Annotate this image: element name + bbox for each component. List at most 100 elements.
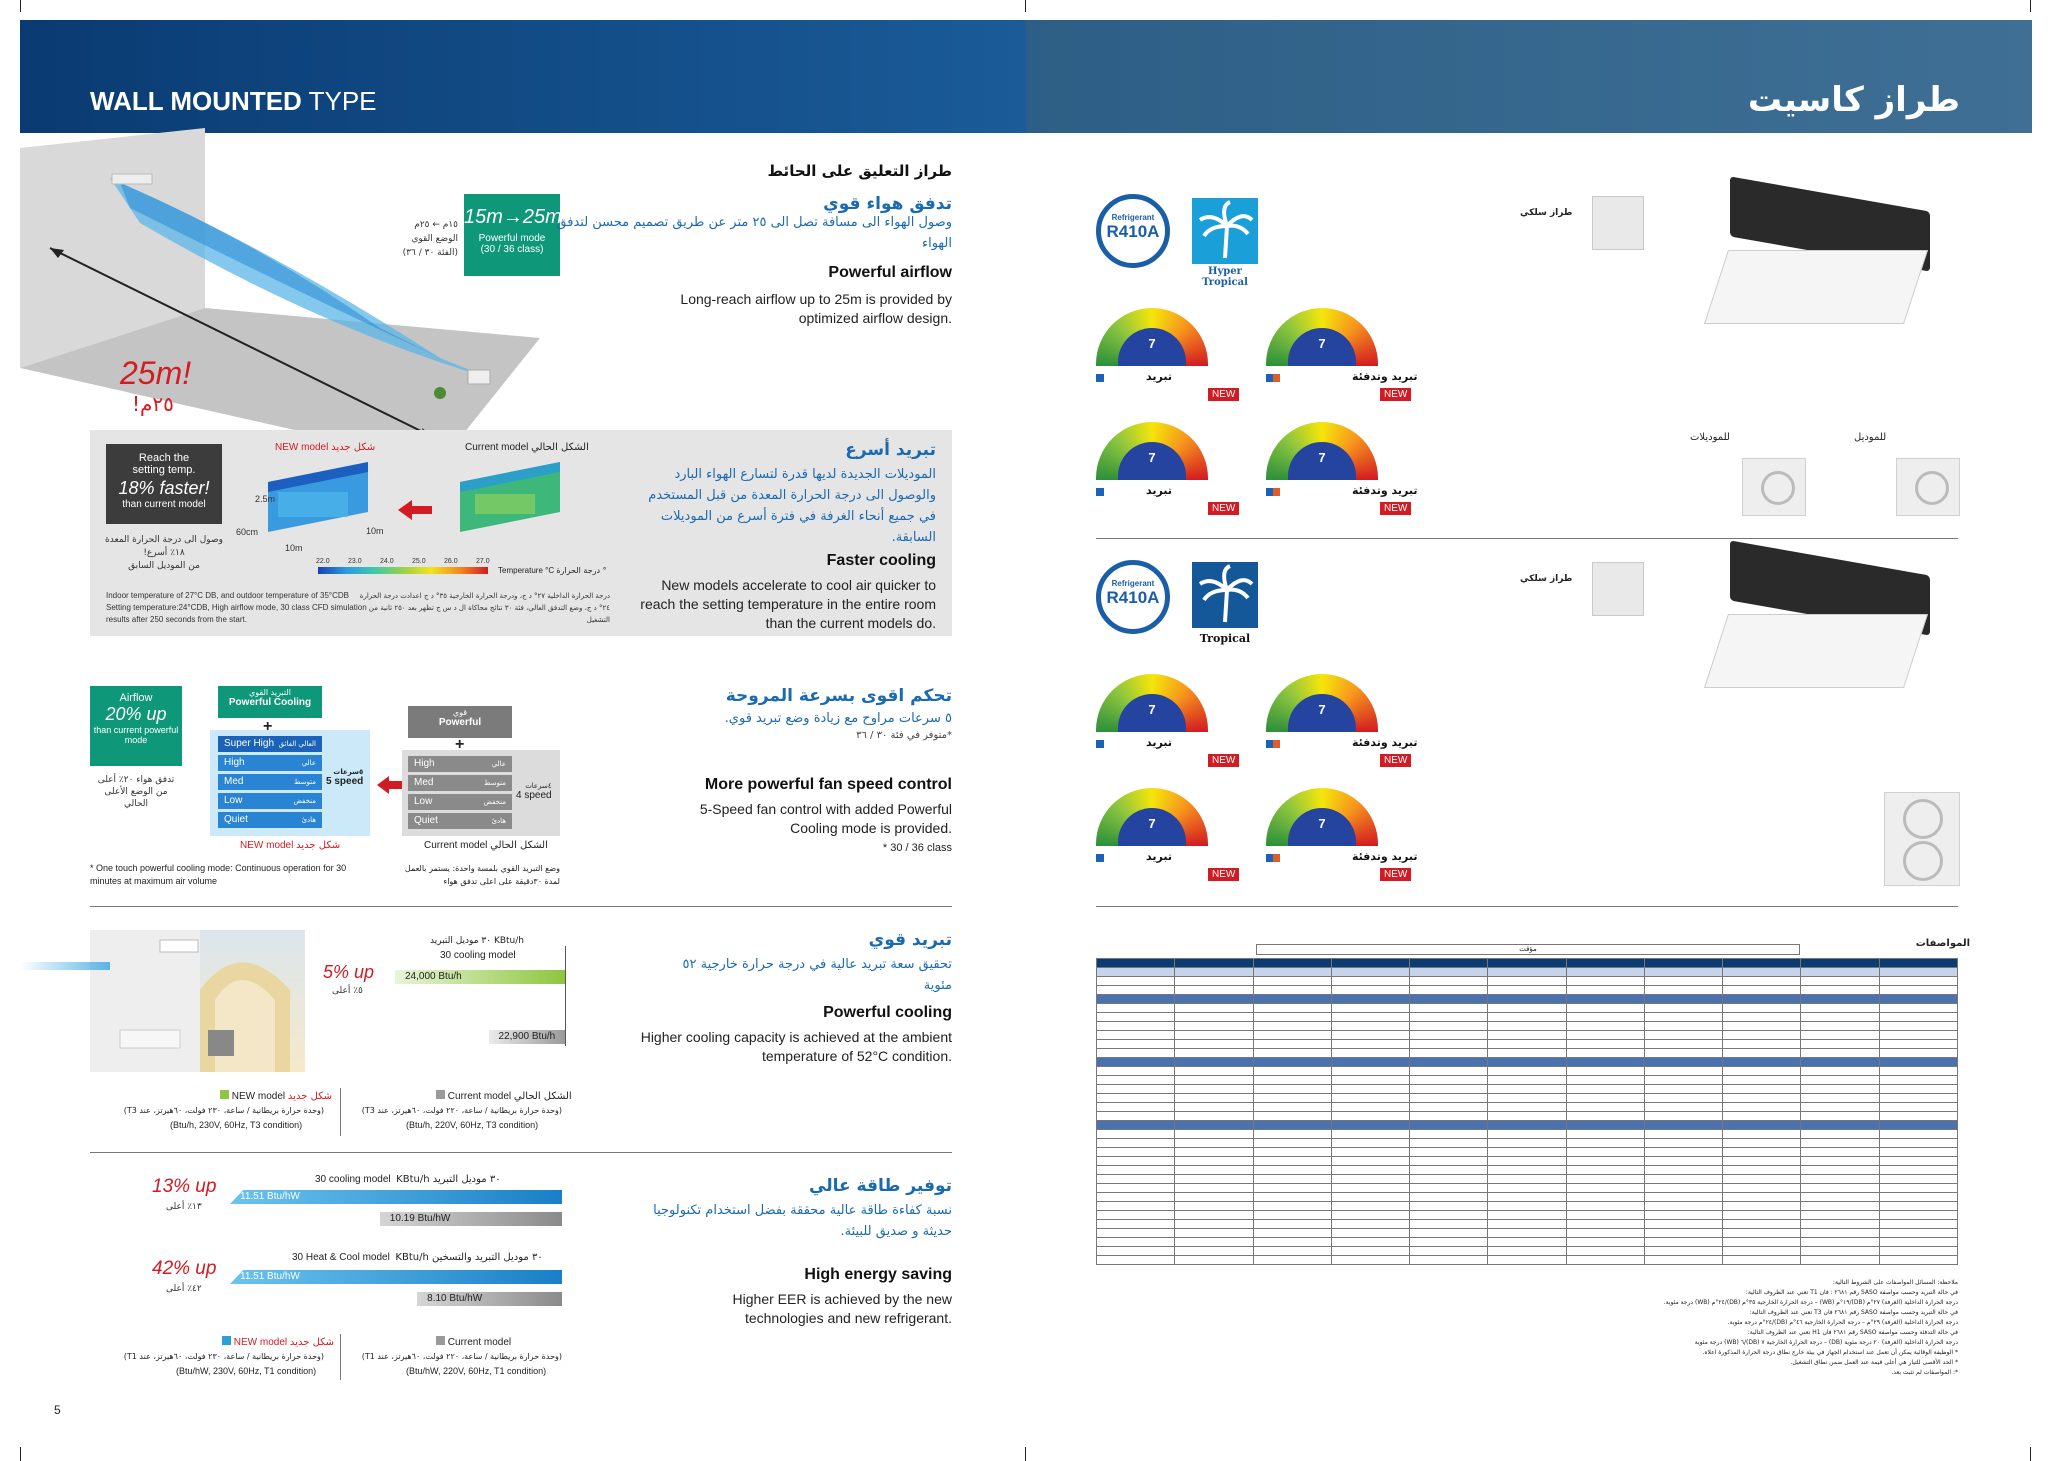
spec-cell — [1330, 967, 1411, 977]
class-ar: (الفئة ٣٠ / ٣٦) — [402, 248, 458, 258]
spec-row — [1095, 1201, 1959, 1211]
speed-label-ar: عالي — [491, 760, 506, 768]
spec-cell — [1722, 1219, 1802, 1229]
spec-cell — [1330, 1129, 1411, 1139]
spec-cell — [1878, 1192, 1959, 1202]
speed5-ar: ٥سرعات — [333, 768, 364, 776]
pc-cur-bar: 22,900 Btu/h — [488, 1030, 565, 1044]
spec-cell — [1095, 985, 1176, 995]
spec-cell — [1643, 1219, 1724, 1229]
spec-cell — [1409, 1237, 1489, 1247]
spec-cell — [1565, 1246, 1645, 1256]
divider — [1096, 538, 1958, 539]
energy-m1-pct-ar: ١٣٪ أعلى — [166, 1202, 202, 1212]
spec-cell — [1409, 1003, 1489, 1013]
spec-cell — [1174, 1147, 1254, 1157]
spec-row — [1095, 1093, 1959, 1103]
current-model-en: Current model — [465, 442, 529, 453]
spec-cell — [1800, 1084, 1880, 1094]
refrigerant-label: Refrigerant — [1111, 213, 1155, 222]
spec-cell — [1330, 1219, 1411, 1229]
scale-label-ar: درجة الحرارة ° — [556, 566, 607, 575]
spec-cell — [1878, 1120, 1959, 1130]
spec-row — [1095, 1210, 1959, 1220]
current-model-label: Current model الشكل الحالي — [424, 840, 548, 851]
spec-cell — [1252, 1039, 1332, 1049]
spec-cell — [1095, 1021, 1176, 1031]
mode-ar: الوضع القوي — [411, 234, 458, 244]
spec-cell — [1487, 1156, 1567, 1166]
spec-note: ملاحظة: المسائل المواصفات على الشروط الت… — [1832, 1279, 1958, 1286]
spec-cell — [1565, 1120, 1645, 1130]
spec-cell — [1174, 1255, 1254, 1265]
current-model-ar: الشكل الحالي — [531, 442, 589, 453]
spec-note: في حالة التدفئة وحسب مواصفة SASO رقم ٢٦٨… — [1747, 1329, 1958, 1336]
spec-cell — [1878, 1147, 1959, 1157]
spec-cell — [1800, 1093, 1880, 1103]
spec-cell — [1174, 1210, 1254, 1220]
spec-cell — [1252, 1075, 1332, 1085]
spec-cell — [1174, 1219, 1254, 1229]
spec-cell — [1722, 1237, 1802, 1247]
spec-cell — [1409, 1174, 1489, 1184]
gauge-value: 7 — [1118, 808, 1186, 846]
ar-note1: وصول الى درجة الحرارة المعدة — [105, 535, 223, 545]
spec-cell — [1487, 1192, 1567, 1202]
energy-new-legend: NEW model شكل جديد — [222, 1336, 334, 1348]
new-tag: NEW — [1208, 868, 1240, 881]
spec-cell — [1800, 985, 1880, 995]
spec-cell — [1800, 1255, 1880, 1265]
spec-cell — [1643, 1255, 1724, 1265]
spec-cell — [1409, 967, 1489, 977]
spec-cell — [1878, 1255, 1959, 1265]
spec-cell — [1722, 1183, 1802, 1193]
spec-cell — [1487, 1147, 1567, 1157]
pc-en: Powerful Cooling — [228, 697, 312, 708]
remote-controller — [1592, 196, 1644, 250]
tropical-label: Tropical — [1199, 632, 1251, 645]
spec-cell — [1409, 1192, 1489, 1202]
spec-cell — [1330, 1057, 1411, 1067]
gauge-mode-label: تبريد — [1146, 370, 1172, 383]
spec-cell — [1330, 1183, 1411, 1193]
spec-cell — [1252, 1066, 1332, 1076]
spec-row — [1095, 985, 1959, 995]
airflow-room-image — [20, 128, 540, 463]
color-square — [1096, 740, 1104, 748]
pc-unit-ar: (وحدة حرارة بريطانية / ساعة، ٢٣٠ فولت، ٦… — [123, 1106, 324, 1115]
scale-label-en: Temperature °C — [498, 566, 555, 575]
spec-cell — [1095, 1237, 1176, 1247]
spec-cell — [1722, 1048, 1802, 1058]
spec-row — [1095, 1156, 1959, 1166]
color-square — [1096, 488, 1104, 496]
remote-label: طراز سلكي — [1520, 574, 1573, 584]
spec-cell — [1643, 1147, 1724, 1157]
current-model-en: Current model — [424, 840, 488, 851]
spec-cell — [1409, 1075, 1489, 1085]
spec-cell — [1095, 1075, 1176, 1085]
spec-cell — [1174, 958, 1254, 968]
spec-cell — [1643, 1165, 1724, 1175]
spec-row — [1095, 1111, 1959, 1121]
spec-note: درجة الحرارة الداخلية (الغرفة) ٢٩°م – در… — [1727, 1319, 1958, 1326]
tick: 23.0 — [348, 558, 362, 565]
gauge-mode-label: تبريد — [1146, 484, 1172, 497]
spec-cell — [1330, 1120, 1411, 1130]
spec-row — [1095, 1084, 1959, 1094]
temperature-scale — [318, 567, 488, 574]
range-ar: ١٥م ← ٢٥م — [414, 220, 458, 230]
pc-new-bar: 24,000 Btu/h — [395, 970, 565, 984]
spec-cell — [1252, 1003, 1332, 1013]
new-model-en: NEW model — [240, 840, 294, 851]
spec-cell — [1330, 1102, 1411, 1112]
spec-cell — [1252, 1057, 1332, 1067]
spec-cell — [1800, 1165, 1880, 1175]
energy-cur-bar: 10.19 Btu/hW — [379, 1212, 562, 1226]
spec-cell — [1409, 1102, 1489, 1112]
palm-tree-icon — [1192, 198, 1258, 264]
spec-cell — [1409, 1120, 1489, 1130]
spec-cell — [1878, 1138, 1959, 1148]
spec-cell — [1878, 976, 1959, 986]
airflow-pct: 20% up — [105, 704, 167, 724]
spec-cell — [1722, 994, 1802, 1004]
